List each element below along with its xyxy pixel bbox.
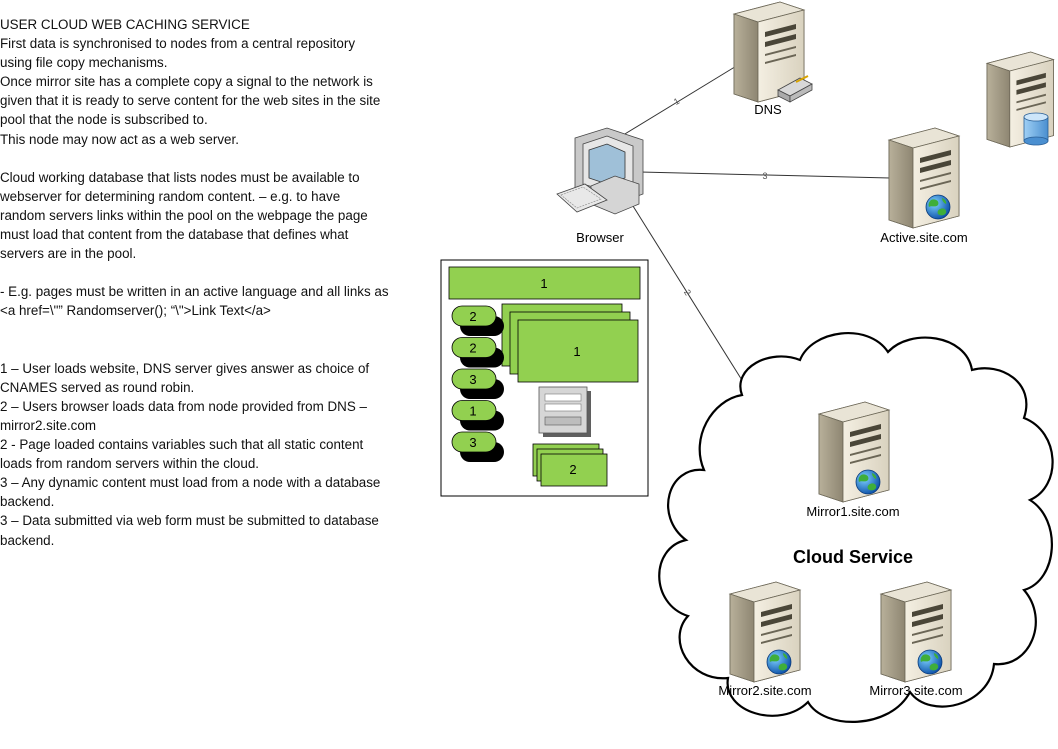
mock-side-item: 1 [451, 400, 504, 431]
description-line: 1 – User loads website, DNS server gives… [0, 360, 370, 376]
description-line: 3 – Data submitted via web form must be … [0, 513, 379, 529]
description-line: backend. [0, 494, 55, 510]
mirror1-server: Mirror1.site.com [806, 401, 900, 519]
description-line: 3 – Any dynamic content must load from a… [0, 475, 381, 491]
description-line: Once mirror site has a complete copy a s… [0, 74, 373, 90]
dns-label: DNS [754, 102, 782, 117]
mirror3-label: Mirror3.site.com [869, 683, 962, 698]
connection-browser-cloud: 2 [627, 197, 746, 386]
database-icon [1023, 112, 1049, 146]
mock-side-item: 2 [451, 337, 504, 368]
mock-side-item: 2 [451, 305, 504, 336]
description-line: This node may now act as a web server. [0, 131, 239, 147]
desktop-computer-icon [556, 127, 644, 215]
description-line: 2 – Users browser loads data from node p… [0, 398, 367, 414]
description-line: mirror2.site.com [0, 417, 96, 433]
description-line: Cloud working database that lists nodes … [0, 169, 360, 185]
mock-header-block [448, 266, 641, 300]
cloud-shape [658, 332, 1054, 723]
mock-side-item: 3 [451, 431, 504, 462]
connection-browser-active: 3 [639, 171, 891, 181]
mock-main-label: 1 [573, 344, 580, 359]
mock-side-item: 3 [451, 368, 504, 399]
description-line: USER CLOUD WEB CACHING SERVICE [0, 17, 250, 32]
mirror2-label: Mirror2.site.com [718, 683, 811, 698]
connection-label-3: 3 [762, 171, 767, 181]
globe-icon [925, 194, 951, 220]
mock-side-item-label: 3 [469, 372, 476, 387]
description-line: backend. [0, 532, 55, 548]
mock-side-item-label: 2 [469, 341, 476, 356]
description-line: using file copy mechanisms. [0, 55, 168, 71]
browser-label: Browser [576, 230, 624, 245]
cloud-title: Cloud Service [793, 547, 913, 567]
mock-bottom-label: 2 [569, 462, 576, 477]
form-icon [538, 386, 591, 437]
description-line: <a href=\"” Randomserver(); “\">Link Tex… [0, 303, 271, 319]
dns-server: DNS [733, 1, 813, 117]
description-line: servers are in the pool. [0, 246, 137, 262]
connection-browser-dns: 1 [614, 64, 739, 141]
browser-computer: Browser [556, 127, 644, 245]
modem-icon [777, 75, 813, 103]
mirror1-label: Mirror1.site.com [806, 504, 899, 519]
mock-main-block [517, 319, 639, 383]
description-line: webserver for determining random content… [0, 188, 341, 204]
description-line: loads from random servers within the clo… [0, 456, 259, 472]
description-line: First data is synchronised to nodes from… [0, 36, 356, 52]
globe-icon [766, 649, 792, 675]
mirror3-server: Mirror3.site.com [869, 581, 963, 698]
mock-side-item-label: 2 [469, 309, 476, 324]
description-line: given that it is ready to serve content … [0, 93, 381, 109]
mock-side-item-label: 3 [469, 435, 476, 450]
page-mockup: 1 1 2 2 3 1 3 2 [440, 259, 649, 497]
description-line: - E.g. pages must be written in an activ… [0, 284, 389, 300]
globe-icon [855, 469, 881, 495]
active-label: Active.site.com [880, 230, 967, 245]
mock-side-item-label: 1 [469, 404, 476, 419]
description-line: random servers links within the pool on … [0, 207, 368, 223]
description-line: pool that the node is subscribed to. [0, 112, 208, 128]
cloud-service: Cloud Service Mirror1.site.com Mirror2.s… [658, 332, 1054, 723]
mirror2-server: Mirror2.site.com [718, 581, 812, 698]
mock-bottom-block [540, 453, 608, 487]
description-line: 2 - Page loaded contains variables such … [0, 437, 364, 453]
database-server [986, 51, 1054, 148]
mock-header-label: 1 [540, 276, 547, 291]
description-text: USER CLOUD WEB CACHING SERVICE First data… [0, 15, 430, 550]
description-line: must load that content from the database… [0, 227, 349, 243]
description-line: CNAMES served as round robin. [0, 379, 195, 395]
connection-label-1: 1 [672, 96, 681, 107]
active-server: Active.site.com [880, 127, 968, 245]
globe-icon [917, 649, 943, 675]
connection-label-2: 2 [682, 288, 693, 298]
